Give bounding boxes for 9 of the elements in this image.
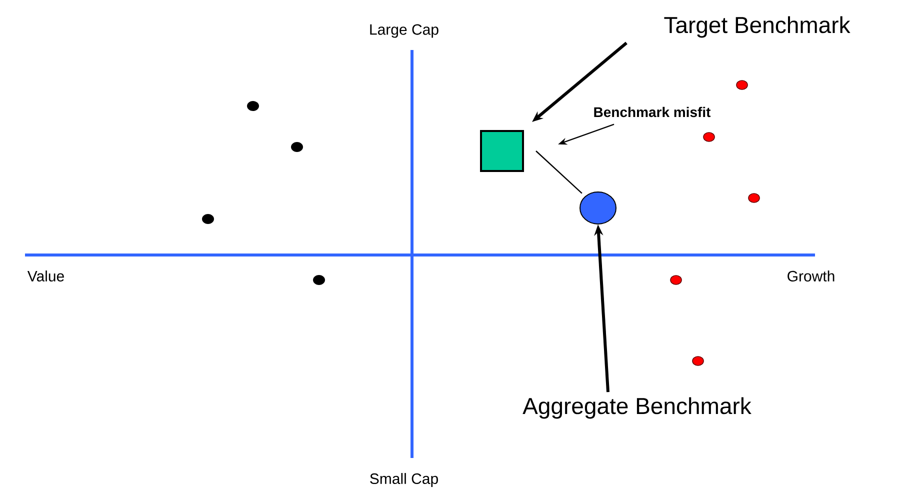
- node-label: Benchmark misfit: [594, 106, 711, 118]
- axis-label: Small Cap: [370, 473, 438, 487]
- node-label: Target Benchmark: [664, 16, 850, 38]
- node-label: Aggregate Benchmark: [522, 397, 752, 419]
- axis-label: Value: [27, 270, 64, 282]
- benchmark-circle: [580, 192, 616, 224]
- axis-label: Large Cap: [370, 24, 438, 38]
- axis-label: Growth: [788, 270, 834, 282]
- benchmark-square: [480, 130, 524, 172]
